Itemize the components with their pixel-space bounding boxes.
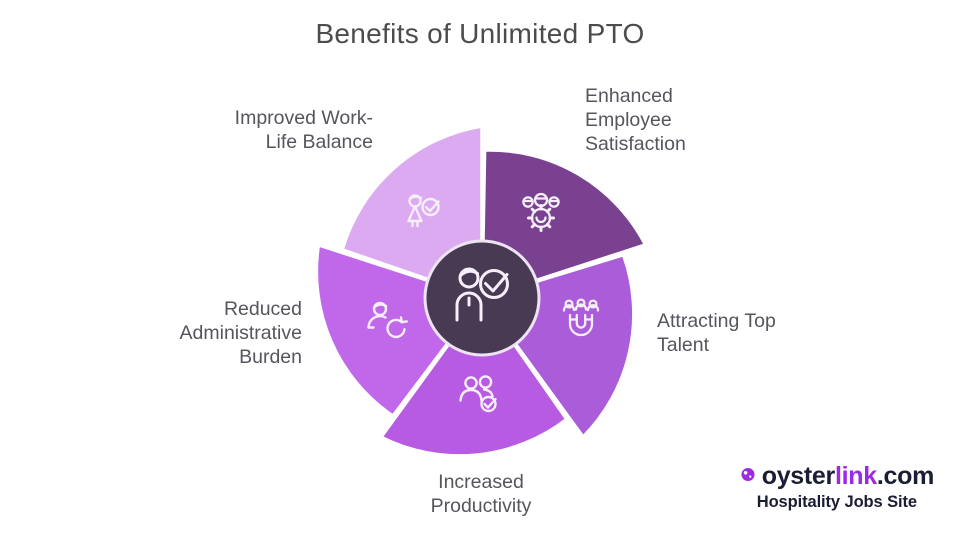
label-line: Reduced [223, 298, 302, 320]
label-line: Attracting Top [657, 310, 776, 332]
magnet-people-icon [562, 298, 600, 337]
label-line: Improved Work- [234, 107, 373, 129]
person-check-icon [455, 267, 509, 322]
label-line: Increased [438, 471, 524, 493]
label-improved-work-life-balance: Improved Work- Life Balance [235, 106, 373, 154]
pto-benefits-pinwheel-diagram [314, 124, 648, 458]
team-check-icon [459, 375, 497, 413]
label-attracting-top-talent: Attracting Top Talent [657, 309, 776, 357]
person-refresh-icon [367, 301, 408, 339]
label-reduced-administrative-burden: Reduced Administrative Burden [180, 297, 302, 370]
logo-wordmark: oysterlink.com [761, 462, 935, 491]
logo-word-com: .com [876, 462, 934, 490]
label-line: Administrative [179, 322, 302, 345]
logo-word-oyster: oyster [761, 462, 836, 490]
label-line: Burden [239, 346, 302, 369]
logo-tagline: Hospitality Jobs Site [756, 493, 917, 511]
label-line: Enhanced [585, 85, 673, 107]
label-increased-productivity: Increased Productivity [331, 470, 631, 518]
label-line: Productivity [430, 495, 532, 518]
logo-word-link: link [834, 462, 877, 490]
label-enhanced-employee-satisfaction: Enhanced Employee Satisfaction [585, 84, 686, 157]
center-circle [423, 239, 541, 357]
label-line: Satisfaction [585, 133, 686, 156]
page-title: Benefits of Unlimited PTO [315, 18, 645, 49]
label-line: Talent [657, 334, 710, 357]
oysterlink-logo: oysterlink.com Hospitality Jobs Site [740, 462, 934, 512]
team-gear-icon [522, 192, 560, 232]
person-check-icon [407, 194, 440, 228]
oysterlink-logo-icon [741, 468, 755, 481]
label-line: Life Balance [265, 131, 373, 154]
label-line: Employee [585, 109, 672, 132]
